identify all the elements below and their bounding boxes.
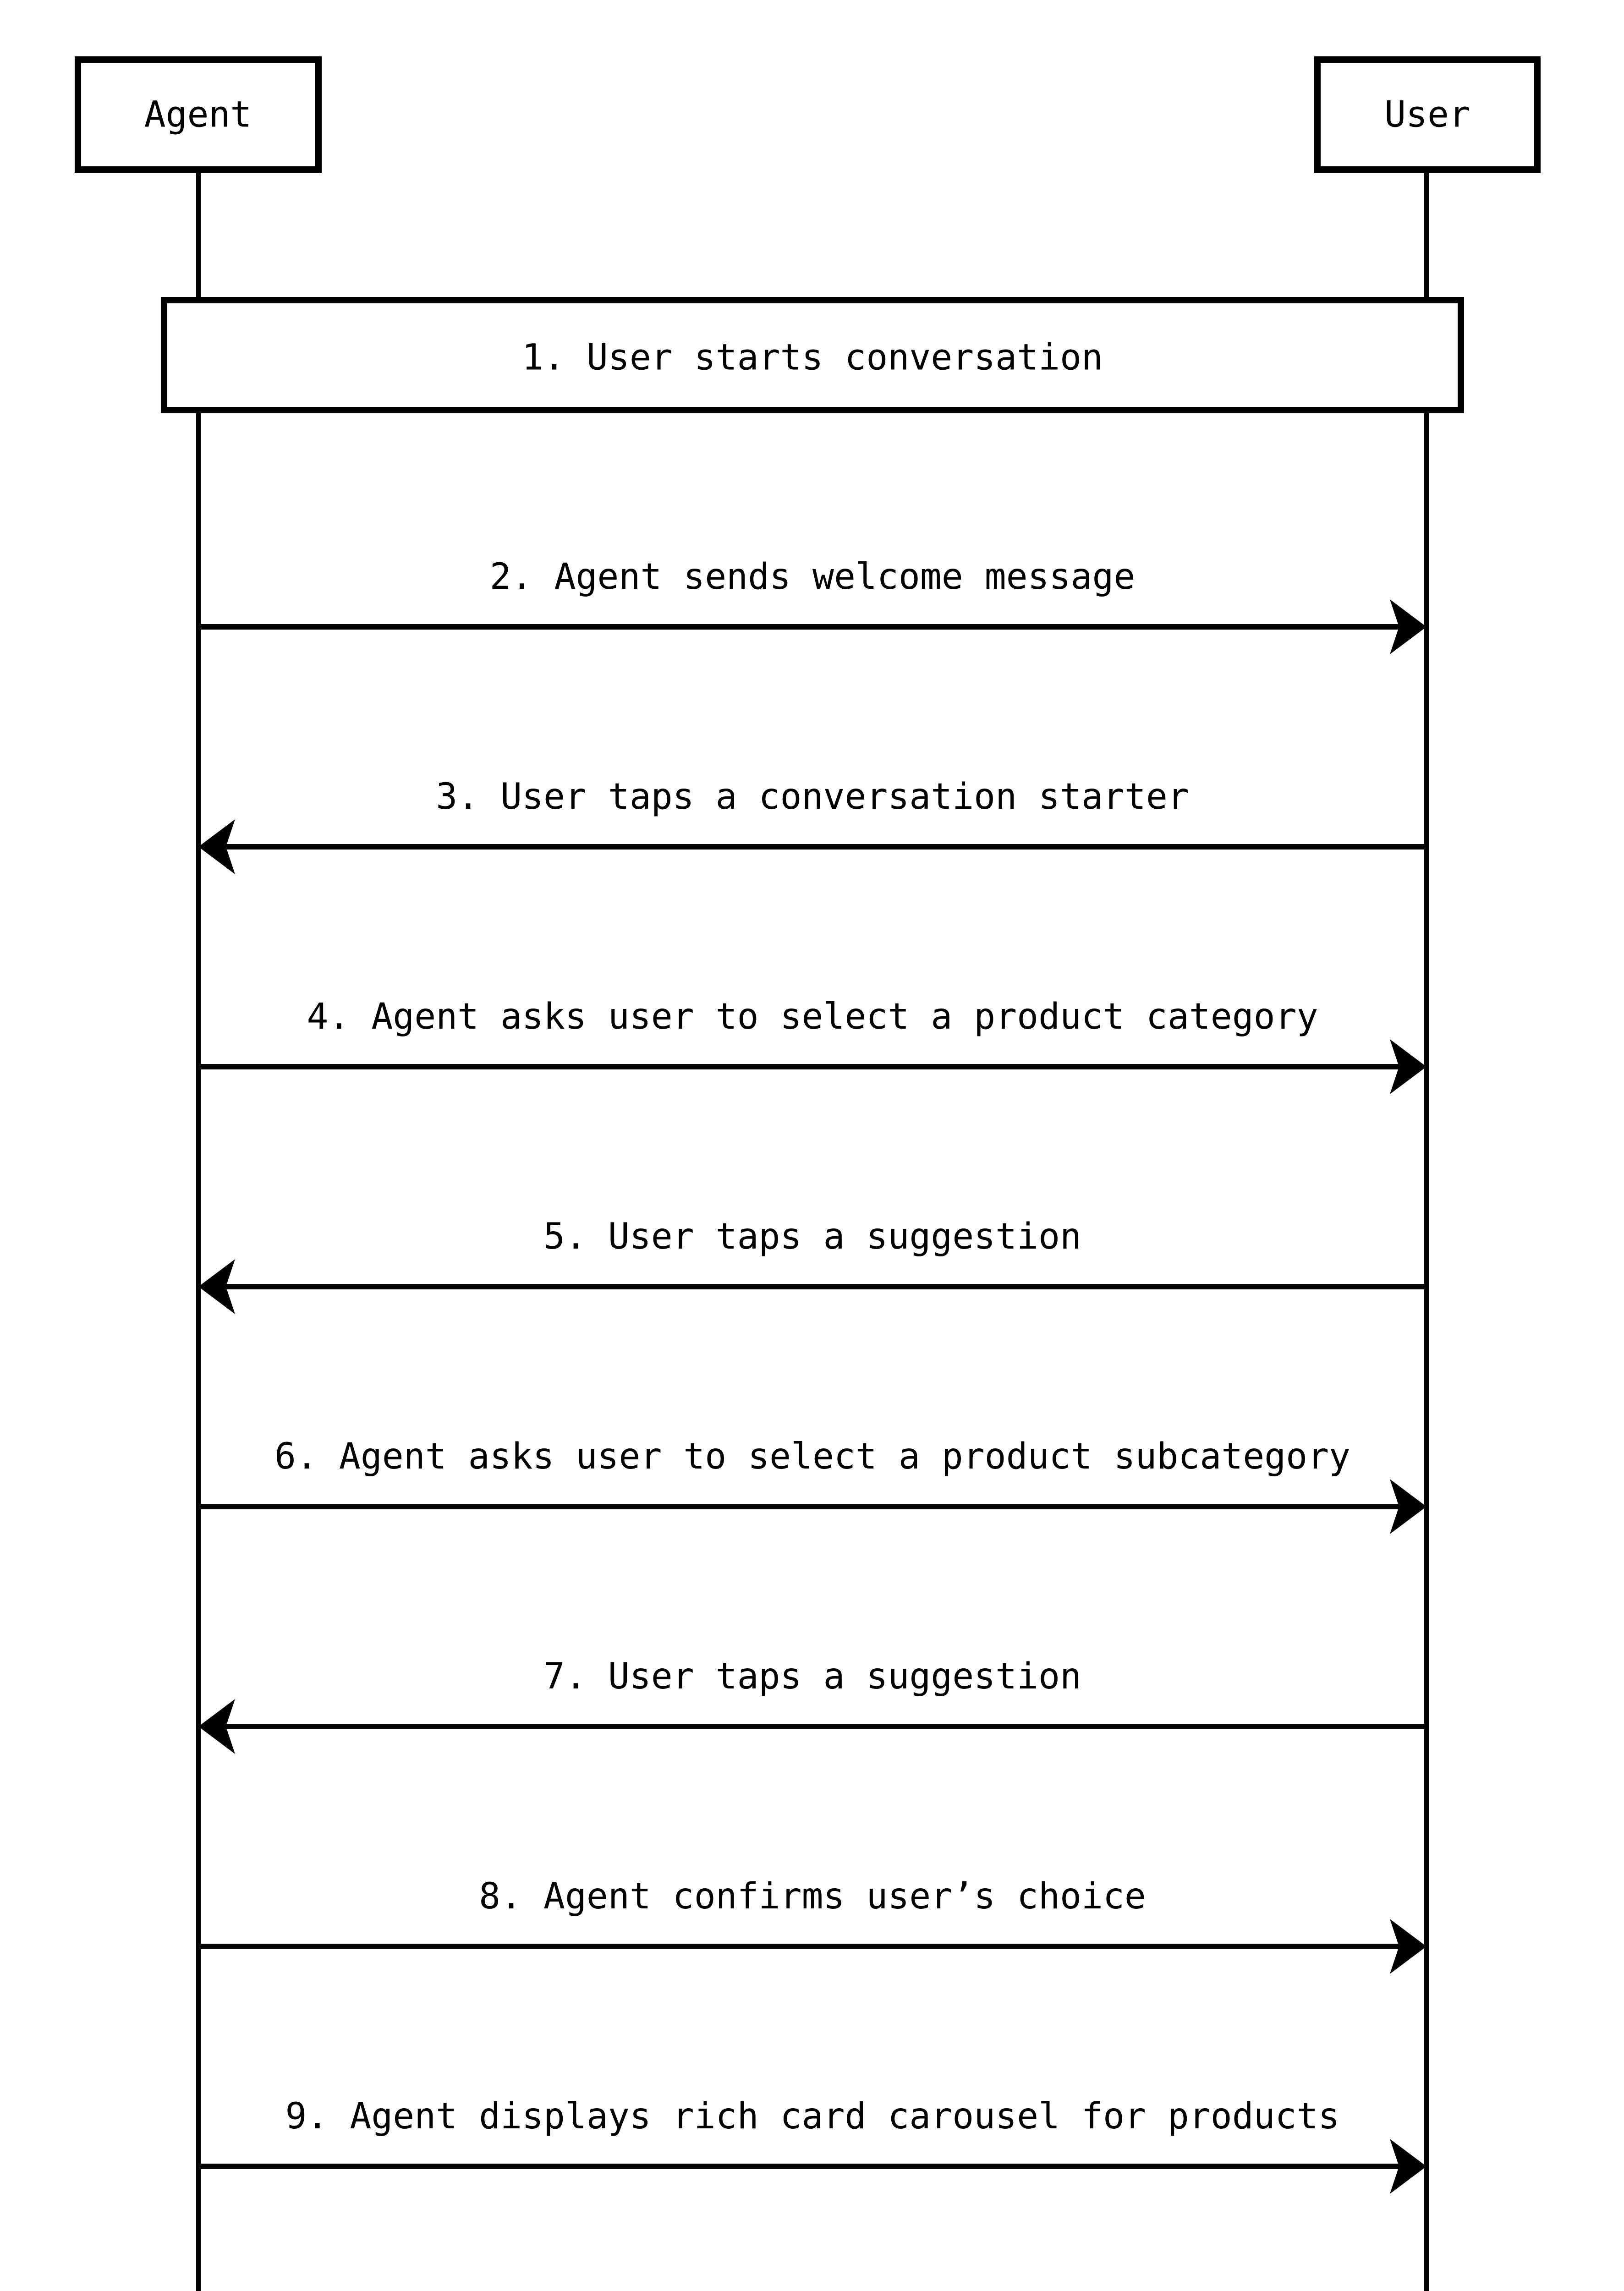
message-3-arrowhead-left bbox=[198, 819, 235, 874]
message-6-arrowhead-right bbox=[1390, 1479, 1426, 1534]
message-4-label: 4. Agent asks user to select a product c… bbox=[307, 996, 1318, 1037]
actor-header-agent[interactable]: Agent bbox=[75, 56, 322, 173]
message-9-arrowhead-right bbox=[1390, 2139, 1426, 2194]
message-9-label: 9. Agent displays rich card carousel for… bbox=[285, 2096, 1339, 2137]
message-8[interactable]: 8. Agent confirms user’s choice bbox=[198, 1876, 1426, 1974]
message-4-arrowhead-right bbox=[1390, 1039, 1426, 1094]
message-2[interactable]: 2. Agent sends welcome message bbox=[198, 556, 1426, 654]
actor-box-agent-top[interactable] bbox=[75, 56, 322, 173]
message-3[interactable]: 3. User taps a conversation starter bbox=[198, 776, 1426, 874]
message-6-label: 6. Agent asks user to select a product s… bbox=[274, 1436, 1350, 1477]
message-2-arrowhead-right bbox=[1390, 599, 1426, 654]
message-8-arrowhead-right bbox=[1390, 1919, 1426, 1974]
actor-header-user[interactable]: User bbox=[1314, 56, 1541, 173]
message-3-label: 3. User taps a conversation starter bbox=[436, 776, 1189, 817]
actor-label-agent-top: Agent bbox=[144, 94, 252, 135]
actor-box-user-top[interactable] bbox=[1314, 56, 1541, 173]
message-2-label: 2. Agent sends welcome message bbox=[490, 556, 1136, 597]
lifelines-group bbox=[196, 170, 1429, 2291]
message-7-arrowhead-left bbox=[198, 1699, 235, 1754]
message-5-label: 5. User taps a suggestion bbox=[543, 1216, 1081, 1257]
message-5-arrowhead-left bbox=[198, 1259, 235, 1314]
note-box-rect[interactable] bbox=[161, 297, 1464, 413]
message-7[interactable]: 7. User taps a suggestion bbox=[198, 1656, 1426, 1754]
actor-label-user-top: User bbox=[1384, 94, 1470, 135]
message-8-label: 8. Agent confirms user’s choice bbox=[479, 1876, 1146, 1917]
message-9[interactable]: 9. Agent displays rich card carousel for… bbox=[198, 2096, 1426, 2194]
message-5[interactable]: 5. User taps a suggestion bbox=[198, 1216, 1426, 1314]
note-step-1[interactable]: 1. User starts conversation bbox=[161, 297, 1464, 413]
message-6[interactable]: 6. Agent asks user to select a product s… bbox=[198, 1436, 1426, 1534]
note-label-text: 1. User starts conversation bbox=[522, 337, 1103, 378]
message-4[interactable]: 4. Agent asks user to select a product c… bbox=[198, 996, 1426, 1094]
message-7-label: 7. User taps a suggestion bbox=[543, 1656, 1081, 1697]
